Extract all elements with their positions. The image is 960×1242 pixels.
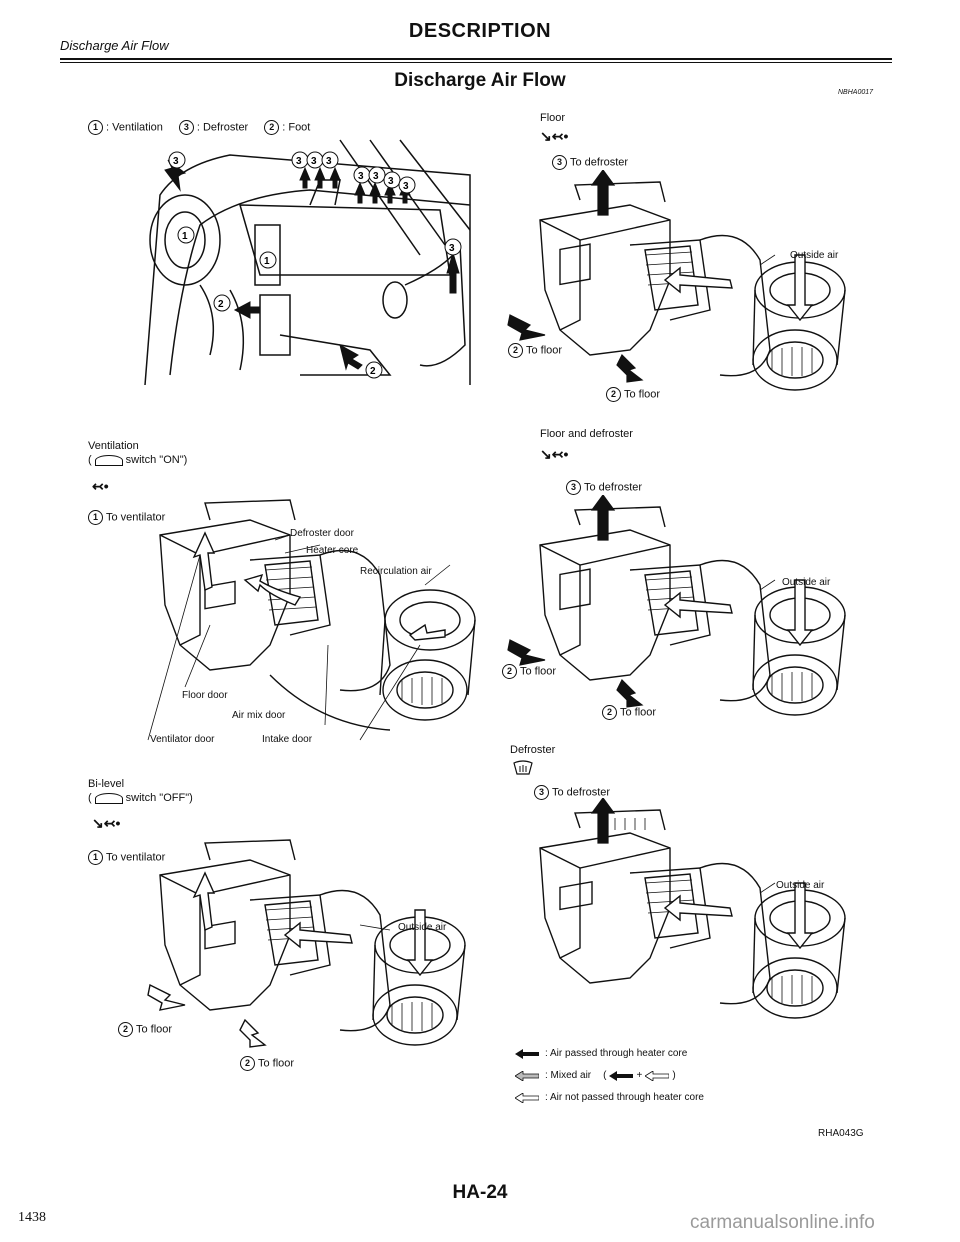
floor-defroster-title: Floor and defroster: [540, 428, 633, 440]
legend-defroster: 3: Defroster: [178, 120, 248, 135]
svg-text:3: 3: [449, 243, 455, 254]
ventilation-mode-icon: ↢•: [92, 478, 109, 494]
svg-text:3: 3: [358, 171, 364, 182]
floor-mode-icon: ↘↢•: [540, 128, 569, 144]
running-head: Discharge Air Flow: [60, 38, 169, 53]
svg-text:1: 1: [264, 256, 270, 267]
label-ventilator-door: Ventilator door: [150, 734, 215, 745]
bilevel-outside-air: Outside air: [398, 922, 447, 933]
label-intake-door: Intake door: [262, 734, 313, 745]
reference-code: NBHA0017: [838, 89, 874, 96]
page-code: HA-24: [452, 1182, 508, 1203]
legend-ventilation: 1: Ventilation: [88, 120, 163, 135]
svg-text:1: 1: [182, 231, 188, 242]
legend-no-heater-core: : Air not passed through heater core: [515, 1092, 704, 1103]
ventilation-hvac-diagram: [147, 499, 476, 741]
floor-title: Floor: [540, 112, 566, 124]
svg-text:3: 3: [311, 156, 317, 167]
svg-text:3: 3: [403, 181, 409, 192]
page-title: Discharge Air Flow: [394, 70, 566, 91]
defroster-title: Defroster: [510, 744, 556, 756]
legend-mixed-air: : Mixed air ( + ): [515, 1070, 676, 1081]
svg-text:3: 3: [388, 176, 394, 187]
legend-heater-core: : Air passed through heater core: [515, 1048, 687, 1059]
hollow-arrow-icon: [645, 1070, 670, 1081]
hatched-arrow-icon: [515, 1070, 539, 1081]
label-defroster-door: Defroster door: [290, 528, 354, 539]
ac-switch-icon: [94, 454, 123, 466]
ac-switch-icon: [94, 792, 123, 804]
figure-code: RHA043G: [818, 1128, 864, 1139]
floor-outside-air: Outside air: [790, 250, 839, 261]
floor-defroster-hvac-diagram: [507, 495, 846, 716]
defroster-mode-icon: [512, 760, 534, 781]
ventilation-title: Ventilation: [88, 440, 139, 452]
label-recirculation-air: Recirculation air: [360, 566, 432, 577]
floor-hvac-diagram: [507, 170, 846, 391]
label-heater-core: Heater core: [306, 545, 359, 556]
bilevel-hvac-diagram: [147, 839, 466, 1048]
bilevel-switch-line: (switch "OFF"): [88, 792, 193, 804]
hollow-arrow-icon: [515, 1092, 539, 1103]
floor-defroster-outside-air: Outside air: [782, 577, 831, 588]
dashboard-illustration: 3 1 1 2 2 3 3 3 3 3 3 3 3: [144, 139, 471, 386]
floor-defroster-mode-icon: ↘↢•: [540, 446, 569, 462]
svg-text:3: 3: [296, 156, 302, 167]
section-title: DESCRIPTION: [408, 20, 552, 42]
page-number: 1438: [18, 1210, 46, 1225]
header-rule-thick: [60, 58, 892, 60]
svg-text:3: 3: [173, 156, 179, 167]
svg-text:2: 2: [218, 299, 224, 310]
mixed-air-formula: ( + ): [603, 1070, 676, 1081]
label-air-mix-door: Air mix door: [232, 710, 286, 721]
dash-legend: 1: Ventilation 3: Defroster 2: Foot: [88, 120, 310, 135]
label-floor-door: Floor door: [182, 690, 228, 701]
bilevel-mode-icon: ↘↢•: [92, 815, 121, 831]
defroster-outside-air: Outside air: [776, 880, 825, 891]
watermark: carmanualsonline.info: [690, 1212, 875, 1233]
solid-arrow-icon: [609, 1070, 634, 1081]
defroster-hvac-diagram: [539, 798, 846, 1019]
bilevel-title: Bi-level: [88, 778, 125, 790]
svg-text:3: 3: [326, 156, 332, 167]
svg-text:3: 3: [373, 171, 379, 182]
ventilation-switch-line: (switch "ON"): [88, 454, 188, 466]
legend-foot: 2: Foot: [264, 120, 310, 135]
svg-text:2: 2: [370, 366, 376, 377]
solid-arrow-icon: [515, 1048, 539, 1059]
header-rule-thin: [60, 62, 892, 63]
